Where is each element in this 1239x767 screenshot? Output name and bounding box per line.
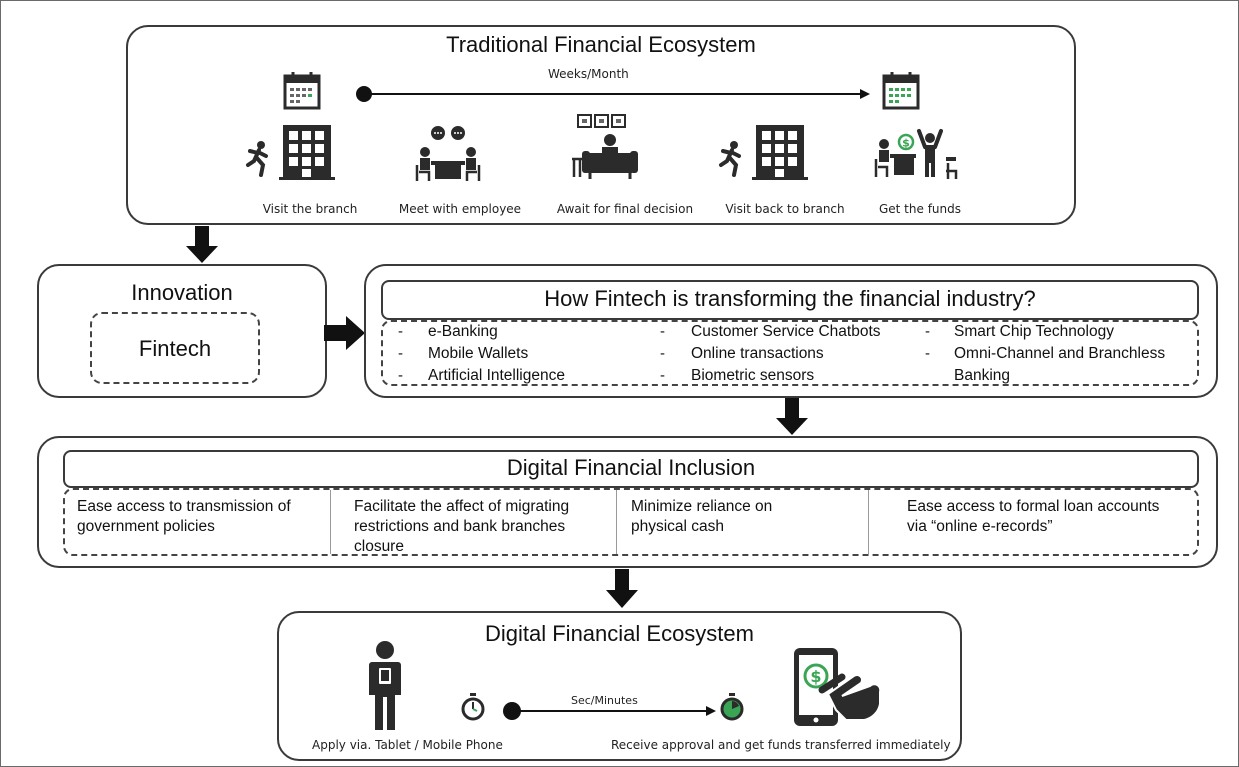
innovation-box [37, 264, 327, 398]
traditional-ecosystem-title: Traditional Financial Ecosystem [446, 32, 756, 57]
svg-text:$: $ [810, 667, 821, 686]
fintech-transform-title: How Fintech is transforming the financia… [544, 286, 1036, 311]
fintech-item: Biometric sensors [691, 367, 815, 384]
fintech-item: Mobile Wallets [428, 345, 529, 362]
inclusion-cell-line: Facilitate the affect of migrating [354, 498, 570, 515]
fintech-item: Artificial Intelligence [428, 367, 565, 384]
cell-divider [616, 490, 617, 554]
bullet-dash: - [398, 323, 403, 340]
inclusion-cell-line: government policies [77, 518, 215, 535]
bullet-dash: - [660, 345, 665, 362]
inclusion-cell-line: Ease access to transmission of [77, 498, 291, 515]
fintech-item: Smart Chip Technology [954, 323, 1114, 340]
step-caption: Await for final decision [556, 202, 694, 216]
cell-divider [868, 490, 869, 554]
fintech-item: Online transactions [691, 345, 824, 362]
right-arrow-icon [324, 316, 365, 350]
apply-caption: Apply via. Tablet / Mobile Phone [312, 738, 503, 752]
bullet-dash: - [660, 323, 665, 340]
down-arrow-icon [186, 226, 218, 263]
bullet-dash: - [660, 367, 665, 384]
fintech-label: Fintech [138, 336, 212, 361]
running-person-building-icon [246, 125, 335, 180]
digital-timeline-arrow [503, 702, 716, 720]
inclusion-cell-line: via “online e-records” [907, 518, 1053, 535]
step-caption: Meet with employee [398, 202, 522, 216]
fintech-transform-header [381, 280, 1199, 320]
down-arrow-icon [776, 398, 808, 435]
running-person-building-icon [719, 125, 808, 180]
cell-divider [330, 490, 331, 554]
calendar-icon [283, 72, 321, 110]
fintech-item: e-Banking [428, 323, 498, 340]
meeting-people-icon [415, 126, 481, 181]
stopwatch-icon [461, 693, 485, 721]
fintech-item: Omni-Channel and Branchless [954, 345, 1166, 362]
fintech-item: Banking [954, 367, 1011, 384]
step-caption: Visit the branch [262, 202, 358, 216]
stopwatch-icon [720, 693, 744, 721]
inclusion-cell-line: Ease access to formal loan accounts [907, 498, 1160, 515]
fintech-list-box [381, 320, 1199, 386]
person-with-phone-icon [369, 641, 401, 730]
step-caption: Get the funds [878, 202, 961, 216]
receive-caption: Receive approval and get funds transferr… [611, 738, 951, 752]
inclusion-cell-line: physical cash [631, 518, 725, 535]
sec-minutes-label: Sec/Minutes [571, 694, 638, 707]
bullet-dash: - [398, 345, 403, 362]
inclusion-cell-line: Minimize reliance on [631, 498, 773, 515]
celebrating-person-icon: $ [874, 129, 958, 179]
weeks-month-label: Weeks/Month [548, 67, 629, 81]
waiting-person-icon [572, 114, 638, 179]
svg-text:$: $ [902, 137, 910, 150]
down-arrow-icon [606, 569, 638, 608]
calendar-icon [882, 72, 920, 110]
traditional-timeline-arrow [356, 86, 870, 102]
bullet-dash: - [925, 345, 930, 362]
bullet-dash: - [925, 323, 930, 340]
fintech-dashed-box [90, 312, 260, 384]
inclusion-cell-line: restrictions and bank branches [354, 518, 566, 535]
innovation-title: Innovation [131, 280, 233, 305]
fintech-item: Customer Service Chatbots [691, 323, 881, 340]
inclusion-cells-box [63, 488, 1199, 556]
mobile-payment-icon: $ [794, 648, 882, 726]
step-caption: Visit back to branch [725, 202, 845, 216]
inclusion-header [63, 450, 1199, 488]
bullet-dash: - [398, 367, 403, 384]
digital-ecosystem-title: Digital Financial Ecosystem [485, 621, 754, 646]
inclusion-title: Digital Financial Inclusion [506, 455, 756, 480]
inclusion-cell-line: closure [354, 538, 404, 555]
